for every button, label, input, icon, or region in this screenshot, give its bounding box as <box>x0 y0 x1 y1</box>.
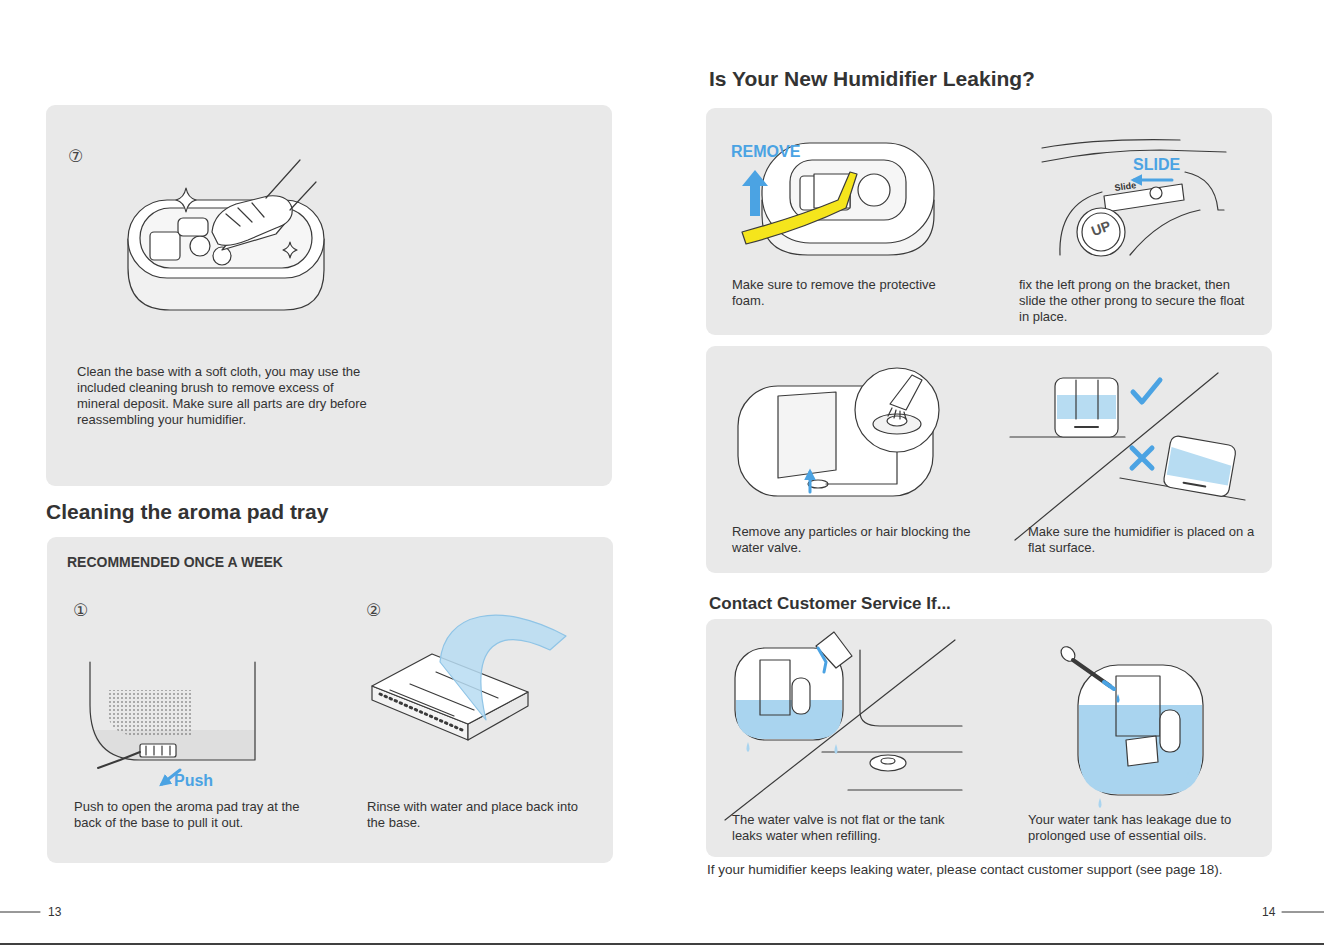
instruction-panel: Remove any particles or hair blocking th… <box>706 346 1272 573</box>
frequency-note: RECOMMENDED ONCE A WEEK <box>67 554 283 570</box>
step-number: ② <box>366 601 381 619</box>
instruction-text: The water valve is not flat or the tank … <box>732 812 972 844</box>
instruction-text: Make sure the humidifier is placed on a … <box>1028 524 1258 556</box>
instruction-panel: Is Your New Humidifier Leaking?Make sure… <box>706 108 1272 335</box>
instruction-panel: Contact Customer Service If...The water … <box>706 619 1272 857</box>
action-label: SLIDE <box>1133 156 1180 174</box>
step-number: ① <box>73 601 88 619</box>
action-label: REMOVE <box>731 143 800 161</box>
instruction-text: fix the left prong on the bracket, then … <box>1019 277 1255 325</box>
instruction-text: Your water tank has leakage due to prolo… <box>1028 812 1260 844</box>
action-label: Push <box>174 772 213 790</box>
instruction-panel: ⑦ Clean the base with a soft cloth, you m… <box>46 105 612 486</box>
bottom-rule <box>0 943 1324 945</box>
instruction-text: Clean the base with a soft cloth, you ma… <box>77 364 377 428</box>
instruction-text: Remove any particles or hair blocking th… <box>732 524 972 556</box>
instruction-text: Rinse with water and place back into the… <box>367 799 587 831</box>
page-number: 13 <box>48 905 61 919</box>
instruction-panel: Cleaning the aroma pad trayRECOMMENDED O… <box>47 537 613 863</box>
instruction-text: Make sure to remove the protective foam. <box>732 277 964 309</box>
instruction-text: Push to open the aroma pad tray at the b… <box>74 799 309 831</box>
section-heading: Is Your New Humidifier Leaking? <box>709 67 1035 91</box>
page-rule <box>0 912 1324 913</box>
section-heading: Cleaning the aroma pad tray <box>46 500 328 524</box>
step-number: ⑦ <box>68 147 83 165</box>
section-heading: Contact Customer Service If... <box>709 594 951 614</box>
support-note: If your humidifier keeps leaking water, … <box>707 862 1223 877</box>
page-number: 14 <box>1262 905 1275 919</box>
